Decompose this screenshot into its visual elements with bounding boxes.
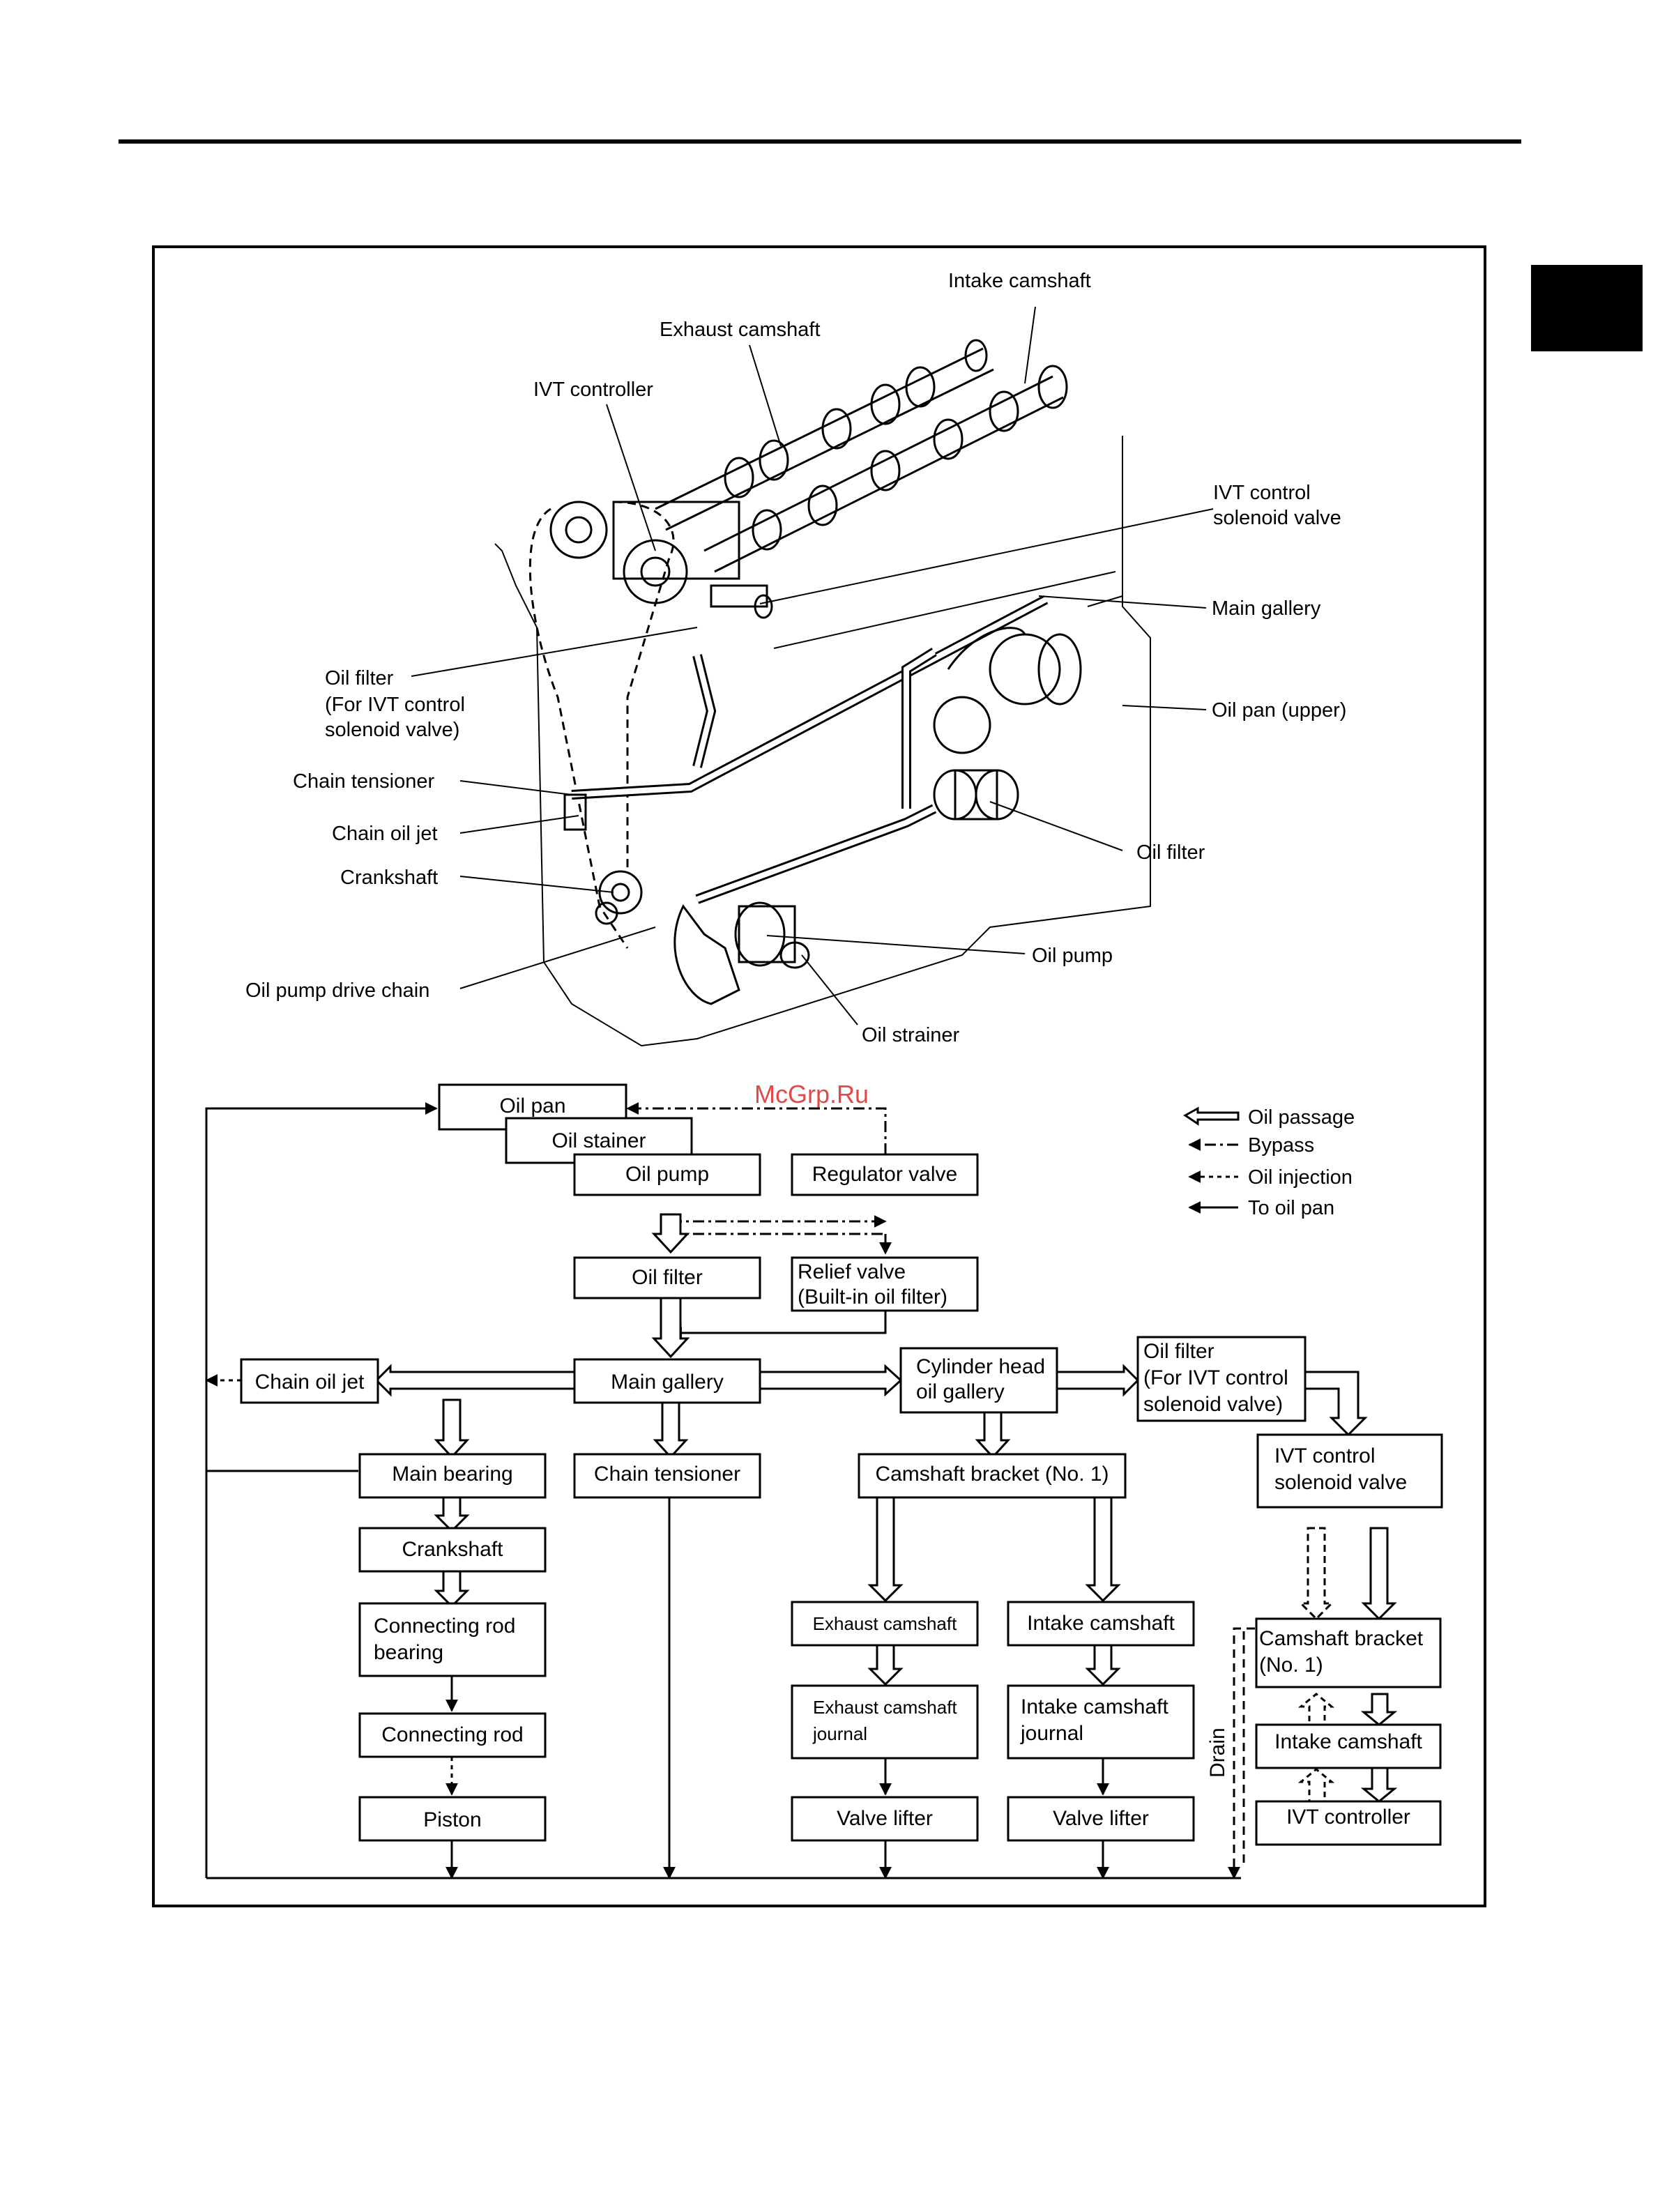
box-relief-valve-1: Relief valve (798, 1260, 906, 1283)
callout-intake-camshaft: Intake camshaft (948, 270, 1091, 292)
exhaust-camshaft-drawing (655, 339, 994, 531)
engine-illustration (494, 339, 1151, 1047)
figure-frame (152, 245, 1486, 1907)
box-main-gallery: Main gallery (611, 1371, 724, 1394)
legend-oil-injection: Oil injection (1248, 1166, 1353, 1189)
callout-oil-filter-ivt-3: solenoid valve) (325, 719, 459, 741)
callout-oil-strainer: Oil strainer (862, 1024, 960, 1046)
intake-camshaft-drawing (703, 365, 1068, 573)
crankshaft-drawing (595, 627, 1082, 925)
header-rule (119, 139, 1521, 144)
oil-pump-drawing (673, 901, 810, 1005)
box-oil-filter-ivt-2: (For IVT control (1143, 1366, 1288, 1389)
callout-oil-filter-ivt-1: Oil filter (325, 667, 394, 689)
callout-oil-pump: Oil pump (1032, 945, 1113, 967)
box-relief-valve-2: (Built-in oil filter) (798, 1286, 947, 1309)
box-ivt-solenoid-1: IVT control (1274, 1444, 1376, 1467)
legend: Oil passage Bypass Oil injection To oil … (1183, 1106, 1355, 1219)
callout-main-gallery: Main gallery (1212, 597, 1321, 620)
box-ivt-solenoid-2: solenoid valve (1274, 1471, 1407, 1494)
watermark: McGrp.Ru (754, 1080, 869, 1108)
box-intake-journal-2: journal (1020, 1722, 1083, 1745)
callout-exhaust-camshaft: Exhaust camshaft (660, 319, 821, 341)
box-crankshaft: Crankshaft (402, 1538, 503, 1561)
box-piston: Piston (423, 1808, 481, 1831)
box-cam-bracket-r-2: (No. 1) (1259, 1654, 1323, 1677)
box-cyl-head-2: oil gallery (916, 1380, 1005, 1403)
box-regulator-valve: Regulator valve (812, 1163, 957, 1186)
oil-filter-drawing (933, 769, 1019, 821)
callout-crankshaft: Crankshaft (340, 867, 438, 889)
box-oil-filter-ivt-3: solenoid valve) (1143, 1393, 1283, 1416)
flow-connectors (205, 1102, 1255, 1879)
flow-boxes: Oil pan Oil stainer Oil pump Regulator v… (240, 1083, 1443, 1846)
ivt-controller-drawing (549, 501, 773, 619)
box-oil-pump: Oil pump (625, 1163, 709, 1186)
box-valve-lifter-ex: Valve lifter (837, 1807, 933, 1830)
callout-oil-pan-upper: Oil pan (upper) (1212, 699, 1346, 722)
callout-ivt-controller: IVT controller (533, 379, 653, 401)
callout-leaders (411, 306, 1214, 1025)
box-intake-camshaft: Intake camshaft (1027, 1612, 1175, 1635)
box-chain-tensioner: Chain tensioner (594, 1463, 740, 1486)
callout-ivt-solenoid-2: solenoid valve (1213, 507, 1341, 529)
flow-chart: Oil pan Oil stainer Oil pump Regulator v… (205, 1083, 1443, 1879)
box-cam-bracket-r-1: Camshaft bracket (1259, 1627, 1424, 1650)
label-drain: Drain (1206, 1727, 1229, 1778)
box-oil-filter: Oil filter (632, 1266, 703, 1289)
box-chain-oil-jet: Chain oil jet (255, 1371, 365, 1394)
legend-bypass: Bypass (1248, 1134, 1314, 1157)
callout-chain-tensioner: Chain tensioner (293, 770, 434, 793)
box-conrod-bearing-2: bearing (374, 1641, 443, 1664)
box-oil-stainer: Oil stainer (551, 1129, 646, 1152)
box-intake-camshaft-r: Intake camshaft (1274, 1730, 1422, 1753)
callout-oil-pump-drive-chain: Oil pump drive chain (245, 979, 429, 1002)
section-tab (1531, 265, 1643, 351)
box-connecting-rod: Connecting rod (381, 1723, 523, 1746)
callout-oil-filter-ivt-2: (For IVT control (325, 694, 465, 716)
box-cyl-head-1: Cylinder head (916, 1355, 1045, 1378)
box-oil-filter-ivt-1: Oil filter (1143, 1340, 1214, 1363)
legend-to-oil-pan: To oil pan (1248, 1197, 1334, 1219)
box-intake-journal-1: Intake camshaft (1021, 1695, 1168, 1718)
box-exhaust-journal-1: Exhaust camshaft (813, 1697, 957, 1718)
box-exhaust-camshaft: Exhaust camshaft (813, 1613, 957, 1634)
box-conrod-bearing-1: Connecting rod (374, 1615, 515, 1638)
callout-ivt-solenoid-1: IVT control (1213, 482, 1311, 504)
callout-chain-oil-jet: Chain oil jet (332, 823, 438, 845)
box-main-bearing: Main bearing (392, 1463, 512, 1486)
flow-passage-arrows (374, 1213, 1398, 1803)
box-exhaust-journal-2: journal (812, 1723, 867, 1744)
box-camshaft-bracket-no1: Camshaft bracket (No. 1) (875, 1463, 1109, 1486)
box-valve-lifter-in: Valve lifter (1053, 1807, 1149, 1830)
box-ivt-controller: IVT controller (1286, 1806, 1410, 1829)
box-oil-pan: Oil pan (499, 1094, 565, 1118)
callout-oil-filter: Oil filter (1136, 841, 1205, 864)
legend-oil-passage: Oil passage (1248, 1106, 1355, 1129)
callout-labels: Intake camshaft Exhaust camshaft IVT con… (245, 270, 1346, 1046)
